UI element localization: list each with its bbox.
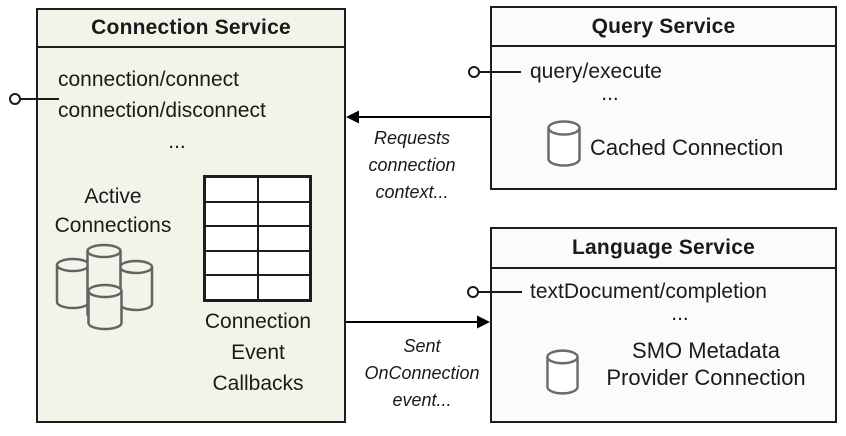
grid-cell xyxy=(205,250,258,276)
query-service-box: Query Service query/execute ... Cached C… xyxy=(490,6,837,190)
callback-grid-table xyxy=(203,175,312,302)
database-icon xyxy=(546,349,579,395)
connection-service-title: Connection Service xyxy=(91,16,291,39)
query-service-title: Query Service xyxy=(591,14,736,38)
query-methods-ellipsis: ... xyxy=(601,82,619,105)
language-service-box: Language Service textDocument/completion… xyxy=(490,227,837,423)
method-query-execute: query/execute xyxy=(530,60,662,83)
connection-service-methods: connection/connect connection/disconnect… xyxy=(58,64,296,157)
grid-cell xyxy=(205,177,258,202)
grid-cell xyxy=(205,226,258,251)
grid-cell xyxy=(257,201,310,227)
grid-cell xyxy=(205,275,258,300)
database-icon xyxy=(547,120,581,167)
cached-connection-label: Cached Connection xyxy=(590,135,784,160)
query-service-header: Query Service xyxy=(492,8,835,47)
active-connections-label: Active Connections xyxy=(54,185,172,237)
sent-onconnection-event-label: Sent OnConnection event... xyxy=(364,336,480,410)
grid-cell xyxy=(257,275,310,300)
connection-event-callbacks-label: Connection Event Callbacks xyxy=(204,310,312,395)
grid-cell xyxy=(205,201,258,227)
method-textdocument-completion: textDocument/completion xyxy=(530,280,767,303)
smo-metadata-provider-label: SMO Metadata Provider Connection xyxy=(606,338,806,390)
grid-cell xyxy=(257,177,310,202)
language-service-header: Language Service xyxy=(492,229,835,269)
method-connection-connect: connection/connect xyxy=(58,68,239,91)
arrow-requests-connection-context xyxy=(346,110,490,124)
method-connection-disconnect: connection/disconnect xyxy=(58,99,266,122)
grid-cell xyxy=(257,250,310,276)
methods-ellipsis: ... xyxy=(168,130,186,153)
grid-cell xyxy=(257,226,310,251)
connection-service-header: Connection Service xyxy=(38,10,344,48)
arrow-sent-onconnection-event xyxy=(346,315,490,329)
connection-service-box: Connection Service connection/connect co… xyxy=(36,8,346,423)
requests-connection-context-label: Requests connection context... xyxy=(368,128,456,202)
language-service-title: Language Service xyxy=(572,236,755,259)
language-methods-ellipsis: ... xyxy=(671,302,689,325)
database-cluster-icon xyxy=(55,243,154,331)
